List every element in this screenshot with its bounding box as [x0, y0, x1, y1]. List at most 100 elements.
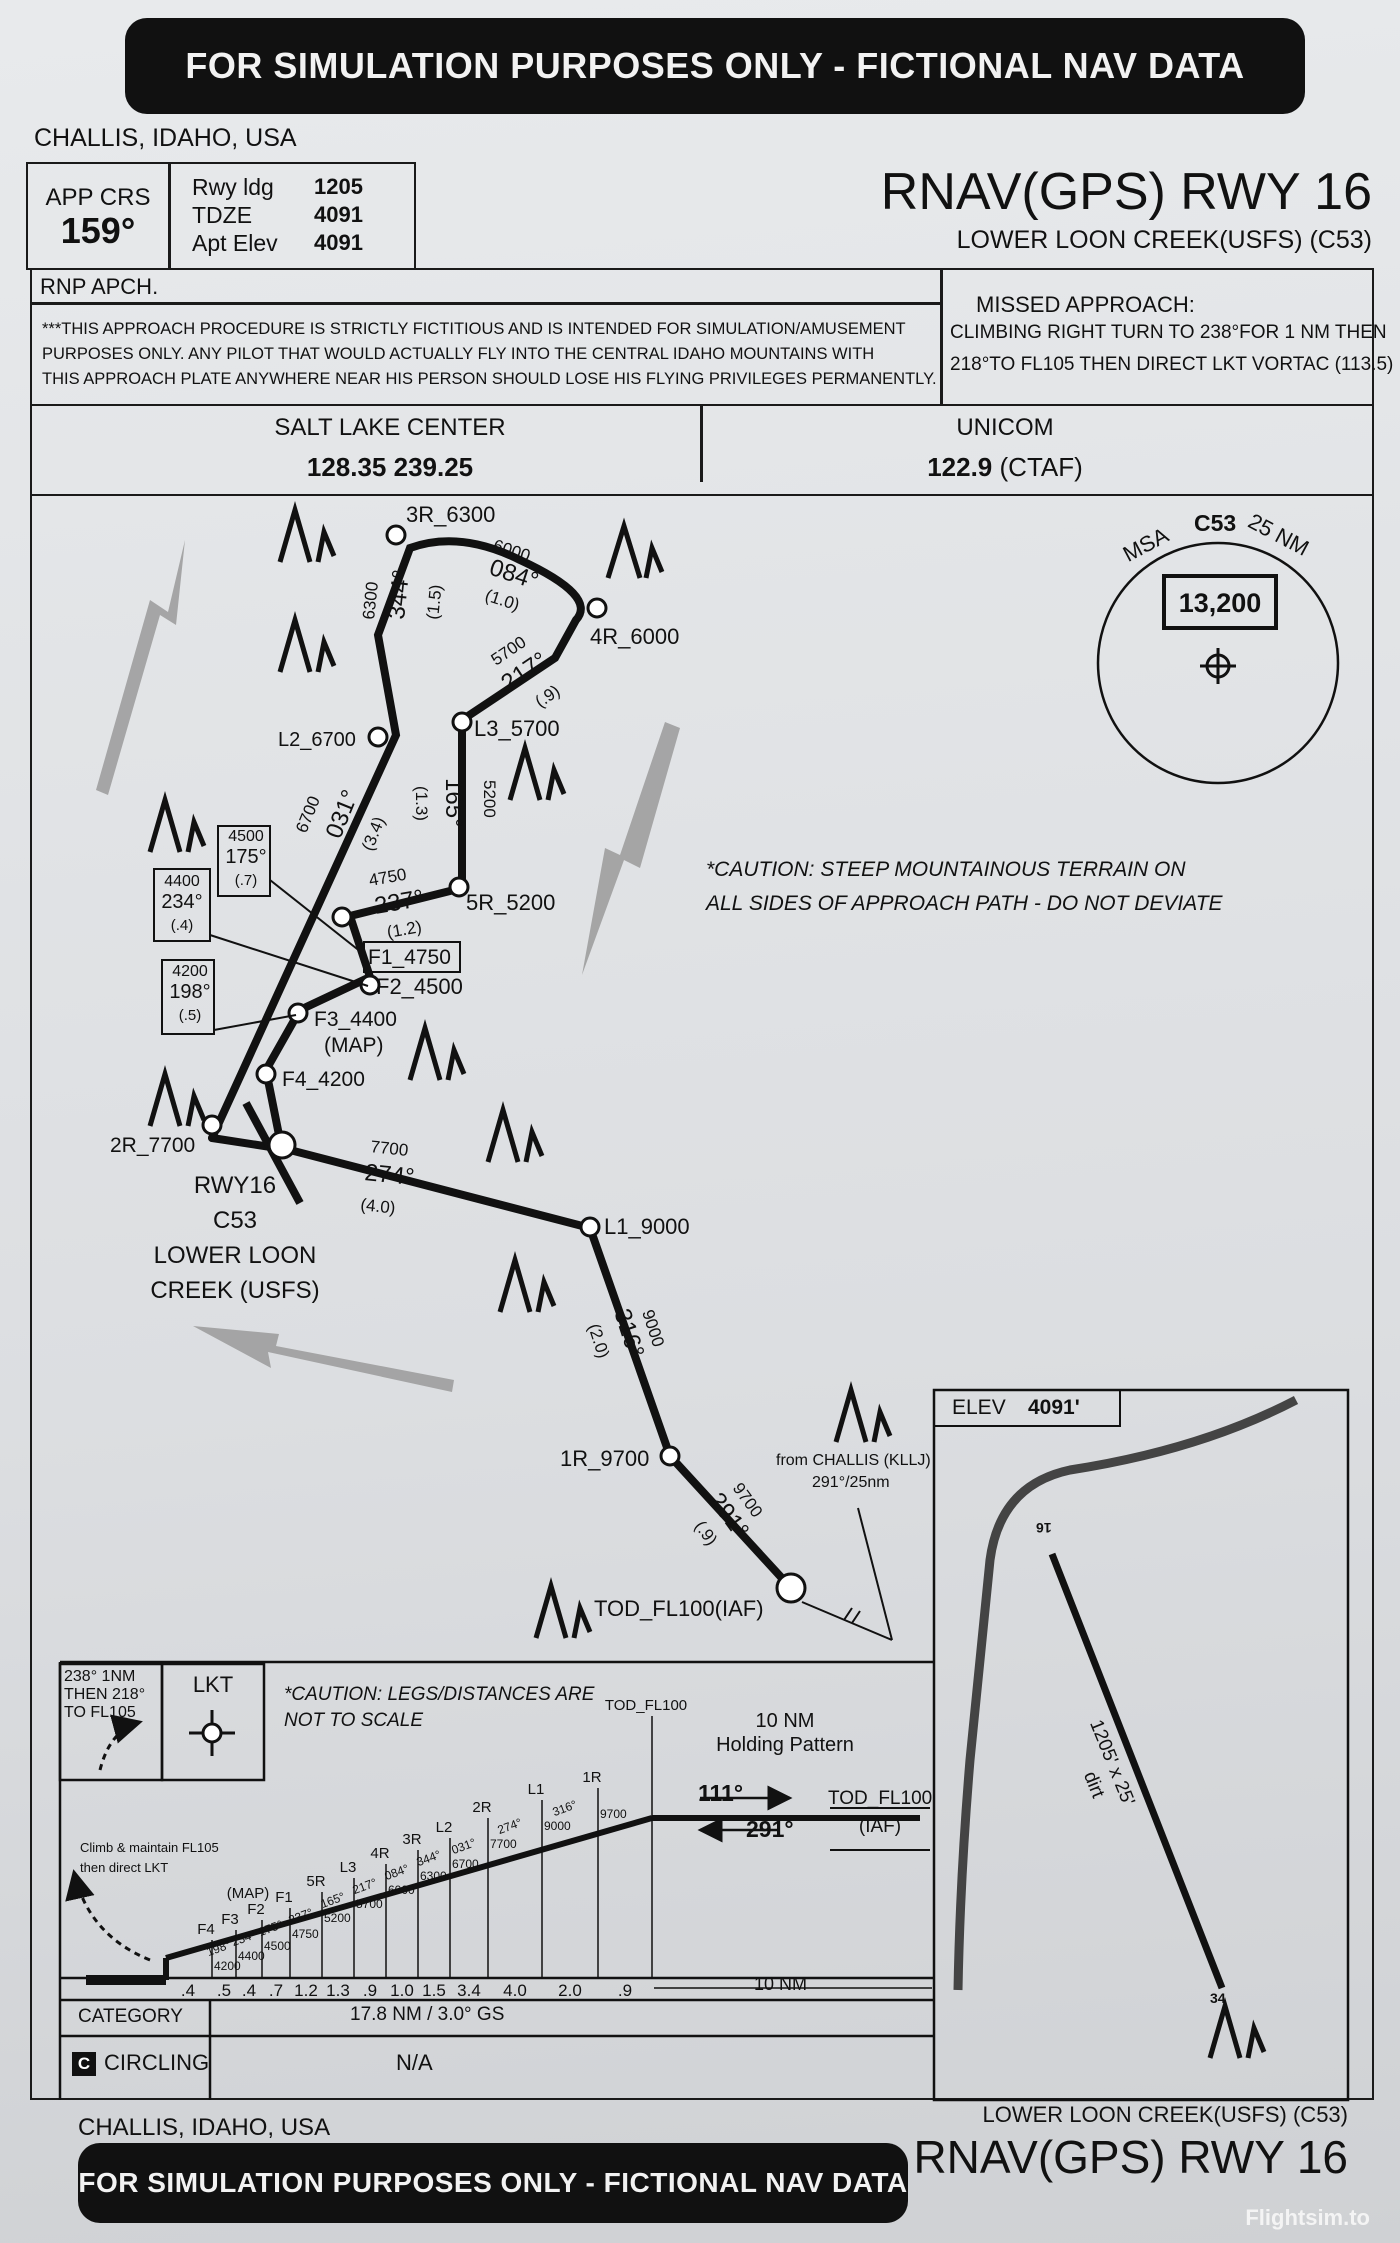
simulation-banner-bottom: FOR SIMULATION PURPOSES ONLY - FICTIONAL…: [78, 2143, 908, 2223]
terrain-arrow-1: [96, 540, 185, 795]
disclaimer-line-3: THIS APPROACH PLATE ANYWHERE NEAR HIS PE…: [42, 370, 937, 388]
divider: [700, 404, 703, 482]
profile-altitude: 6300: [420, 1869, 447, 1883]
terrain-arrow-2: [582, 722, 680, 975]
chart-label: (2.0): [584, 1321, 613, 1360]
elev-value: 4091': [1028, 1396, 1080, 1419]
center-frequencies: 128.35 239.25: [306, 452, 474, 482]
runway-34-label: 34: [1210, 1990, 1226, 2006]
hold-fix-type: (IAF): [858, 1816, 902, 1837]
terrain-peaks: [147, 500, 1267, 2059]
chart-label: (4.0): [360, 1195, 397, 1218]
holding-distance: 10 NM: [755, 1710, 815, 1732]
unicom-name: UNICOM: [956, 414, 1054, 441]
lkt-icon-box: [160, 1662, 266, 1782]
creek-line: [953, 1396, 1299, 1991]
disclaimer-line-2: PURPOSES ONLY. ANY PILOT THAT WOULD ACTU…: [42, 345, 875, 363]
fix-symbol: [775, 1572, 807, 1604]
fix-symbol: [201, 1114, 223, 1136]
runway-16-34: [1048, 1552, 1226, 1990]
apt-elev-label: Apt Elev: [192, 230, 278, 256]
airport-name: LOWER LOON CREEK(USFS) (C53): [956, 226, 1372, 254]
app-crs-label: APP CRS: [45, 184, 151, 211]
chart-label: 6300: [359, 581, 382, 621]
unicom-frequency: 122.9 (CTAF): [850, 452, 1160, 483]
climb-instruction-1: Climb & maintain FL105: [80, 1840, 219, 1855]
descent-path: [165, 1815, 653, 1961]
rwy-ldg-label: Rwy ldg: [192, 174, 274, 200]
tdze-value: 4091: [314, 202, 363, 227]
circling-icon: C: [72, 2052, 96, 2076]
lkt-label: LKT: [192, 1672, 234, 1697]
elev-box: [933, 1389, 1121, 1427]
profile-course: 031°: [450, 1835, 478, 1857]
profile-distance: 1.0: [390, 1981, 414, 2000]
leg-box-distance: (.4): [171, 917, 194, 934]
fix-symbol: [331, 906, 353, 928]
peak-icon: [277, 500, 337, 563]
fix-symbol: [451, 711, 473, 733]
leg-box-altitude: 4500: [228, 828, 264, 845]
profile-course: 084°: [383, 1861, 411, 1883]
fix-symbol: [579, 1216, 601, 1238]
profile-course: 217°: [351, 1875, 379, 1897]
chart-label: 165°: [440, 778, 467, 828]
fix-label: F2_4500: [376, 974, 463, 999]
airport-diagram-frame: [932, 1388, 1350, 2102]
fix-label-box: [363, 941, 461, 973]
msa-altitude: 13,200: [1178, 588, 1262, 618]
profile-course: 316°: [551, 1797, 579, 1819]
profile-distance: .9: [363, 1981, 377, 2000]
app-crs-value: 159°: [60, 210, 136, 251]
missed-icon-line: TO FL105: [64, 1704, 136, 1721]
lkt-vortac-icon: [201, 1722, 223, 1744]
missed-approach-title: MISSED APPROACH:: [976, 292, 1195, 317]
chart-label: (.9): [532, 681, 564, 711]
fix-label: L2_6700: [278, 729, 356, 751]
fix-symbol: [586, 597, 608, 619]
fix-symbol: [367, 726, 389, 748]
leg-info-box: [153, 868, 211, 942]
hold-inbound-course: 111°: [698, 1780, 744, 1806]
profile-fix-label: 2R: [472, 1799, 491, 1816]
profile-altitude: 4500: [264, 1939, 291, 1953]
profile-altitude: 4750: [292, 1927, 319, 1941]
rwy-ldg-value: 1205: [314, 174, 363, 199]
airport-label: RWY16 C53 LOWER LOON CREEK (USFS): [130, 1168, 340, 1308]
airport-line: RWY16: [193, 1172, 277, 1199]
profile-distance: .4: [242, 1981, 256, 2000]
profile-distance: .7: [269, 1981, 283, 2000]
chart-label: 344°: [383, 568, 415, 620]
profile-altitude: 5200: [324, 1911, 351, 1925]
peak-icon: [1207, 1996, 1267, 2059]
missed-approach-line-2: 218°TO FL105 THEN DIRECT LKT VORTAC (113…: [950, 354, 1394, 375]
fix-label: L1_9000: [604, 1214, 690, 1239]
profile-course: 198°: [205, 1937, 233, 1959]
chart-label: 4750: [367, 865, 408, 890]
runway-16-label: 16: [1036, 1520, 1052, 1536]
profile-course: 175°: [257, 1917, 285, 1939]
terrain-caution-2: ALL SIDES OF APPROACH PATH - DO NOT DEVI…: [706, 892, 1223, 915]
peak-icon: [485, 1100, 545, 1163]
peak-icon: [605, 517, 665, 579]
peak-icon: [407, 1018, 467, 1081]
profile-fix-label: L1: [528, 1781, 545, 1798]
holding-pattern-label: Holding Pattern: [716, 1734, 854, 1756]
tdze-label: TDZE: [192, 202, 253, 228]
climb-instruction-2: then direct LKT: [80, 1860, 169, 1875]
peak-icon: [507, 738, 567, 801]
leg-box-altitude: 4400: [164, 873, 200, 890]
rnp-label: RNP APCH.: [40, 274, 159, 299]
scale-caution-2: NOT TO SCALE: [284, 1710, 424, 1731]
chart-label: 237°: [372, 885, 426, 920]
airport-line: LOWER LOON: [153, 1242, 317, 1269]
peak-icon: [147, 790, 207, 853]
leg-box-course: 175°: [225, 846, 266, 868]
profile-map-label: (MAP): [227, 1885, 270, 1902]
fix-label: TOD_FL100(IAF): [594, 1596, 764, 1621]
apt-elev-value: 4091: [314, 230, 363, 255]
profile-fix-label: L2: [436, 1819, 453, 1836]
divider: [168, 162, 171, 270]
from-challis-course: 291°/25nm: [812, 1474, 890, 1491]
